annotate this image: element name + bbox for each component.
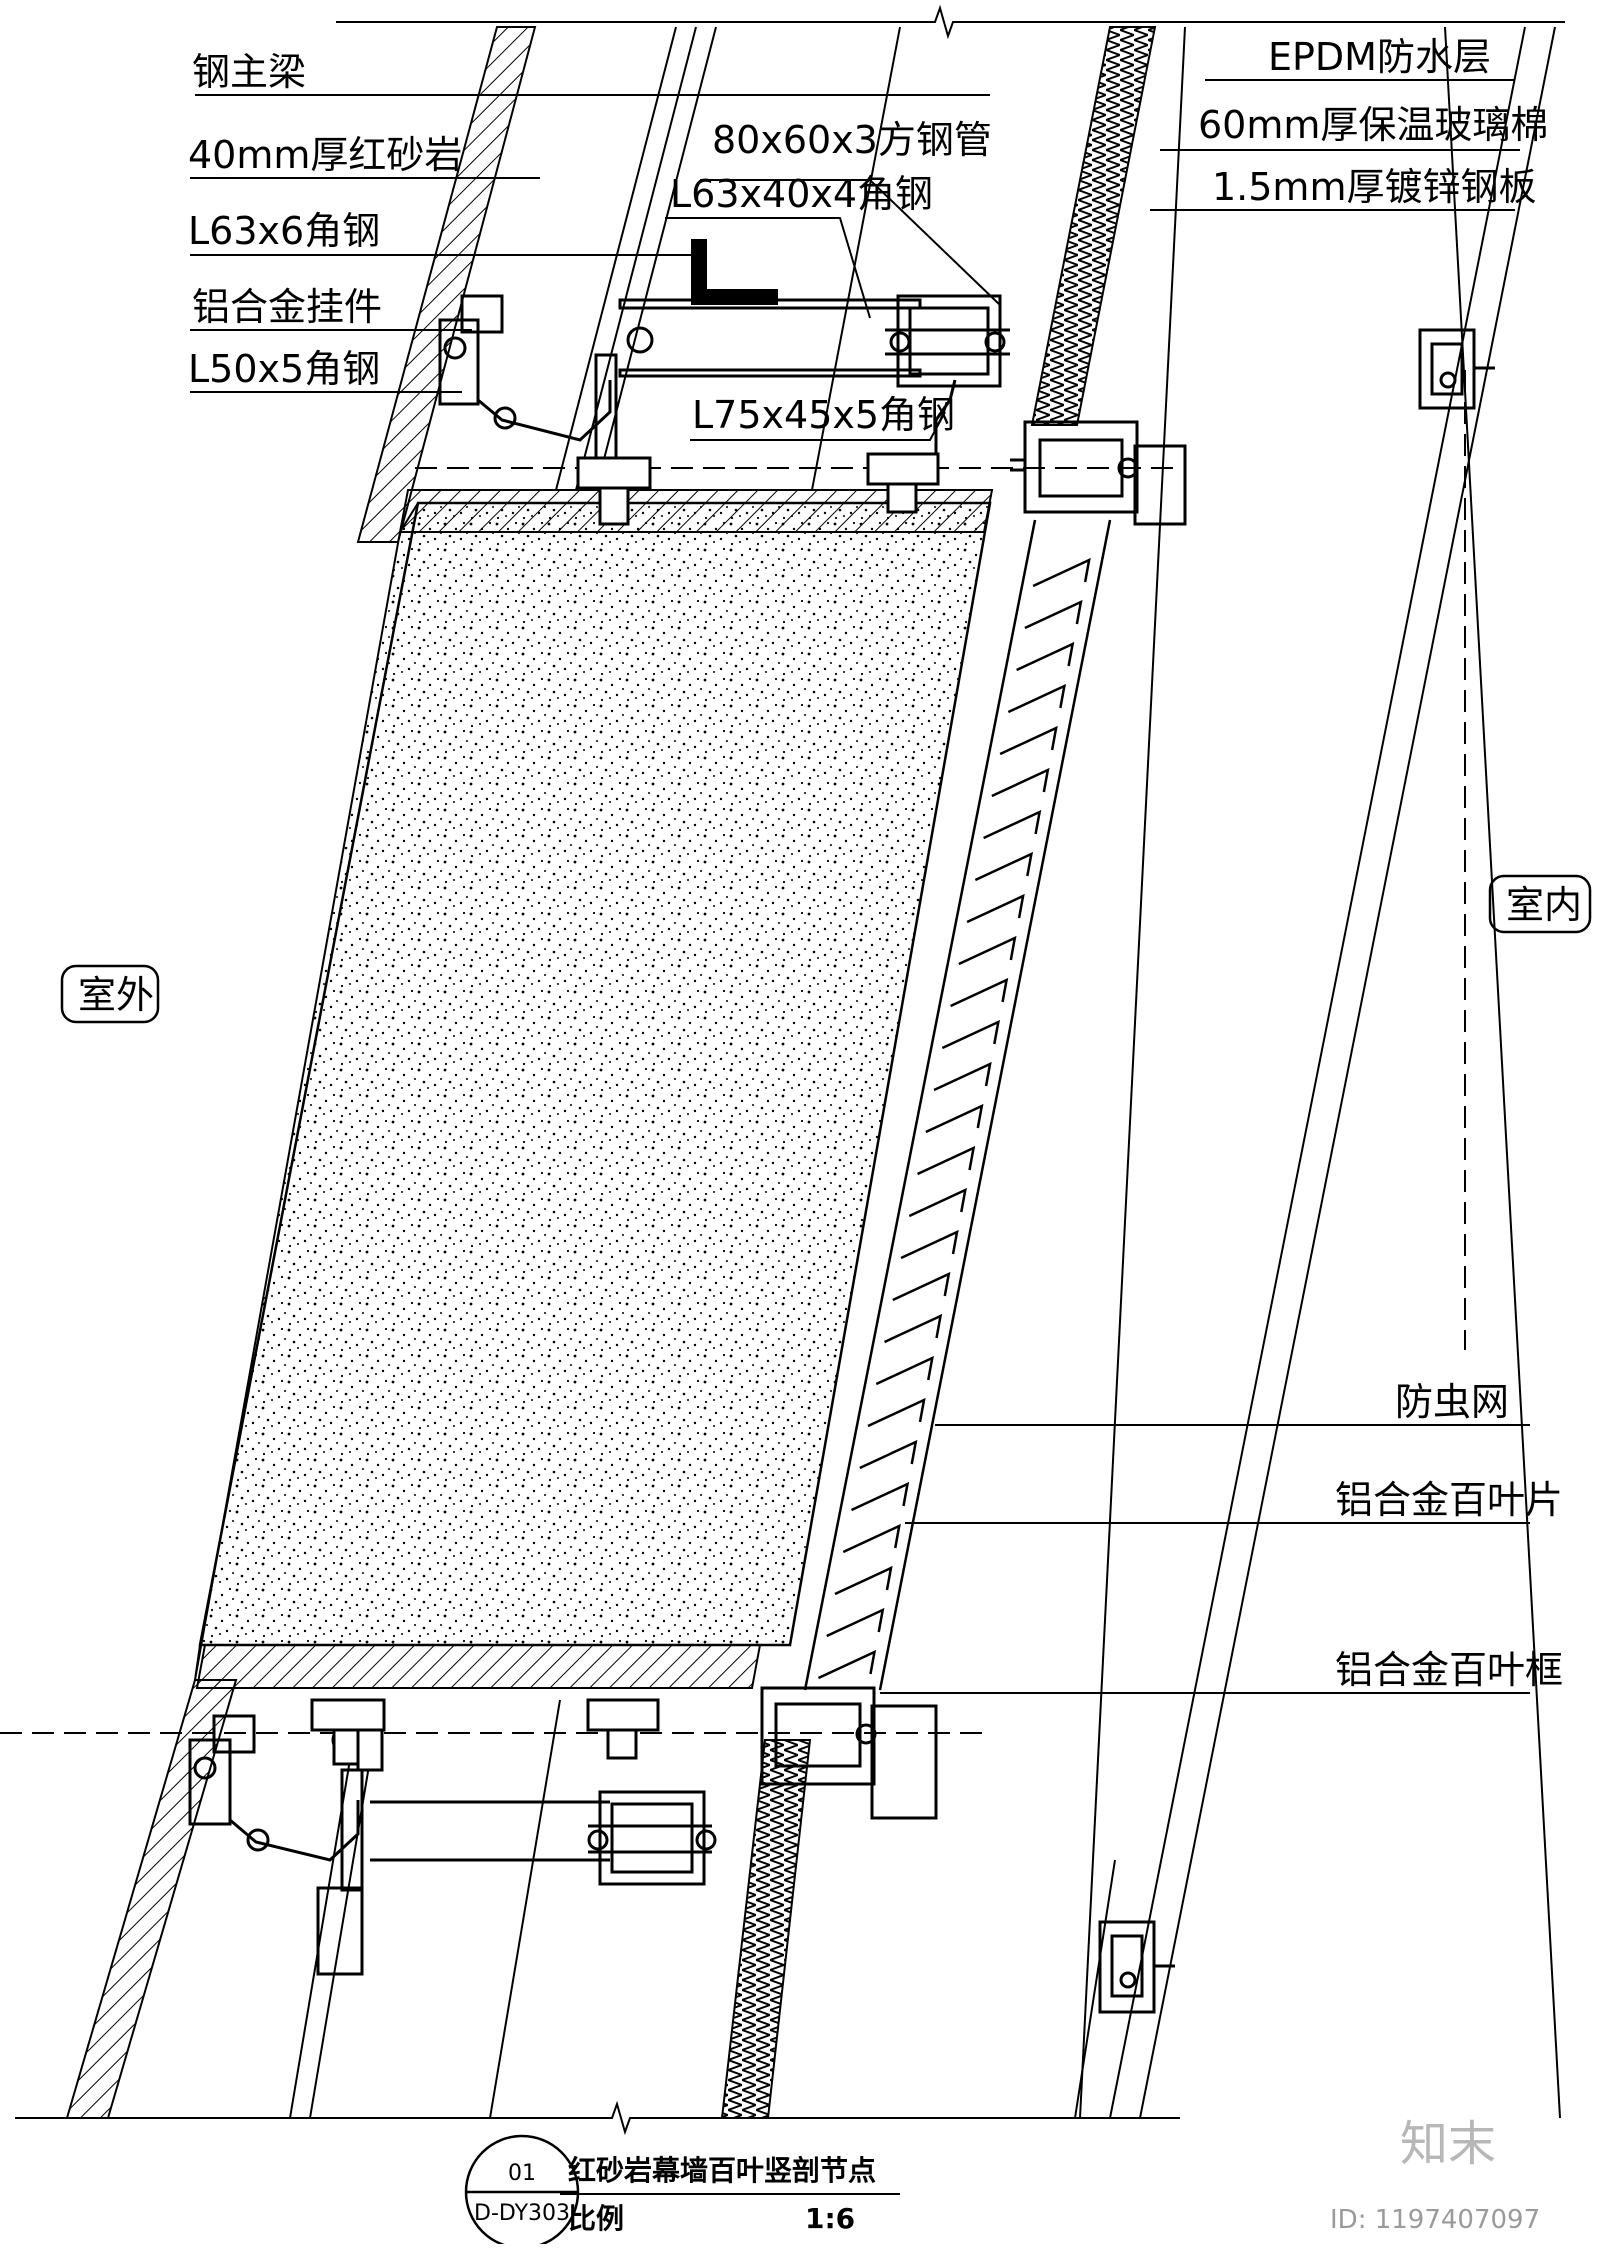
louver-blade [966,893,1025,924]
louver-blade [817,1649,877,1680]
panel-clips-bottom [310,1698,660,1772]
wall-anchor-lower [1098,1920,1175,2014]
louver-blade [974,851,1034,882]
louver-blade [917,1145,976,1176]
label-louver-frame: 铝合金百叶框 [1335,1648,1563,1692]
louver-blade [950,977,1009,1008]
insulation-band-upper [1030,26,1157,426]
louver-blade [908,1187,967,1218]
louver-blade [941,1019,1000,1050]
label-alu-hanger: 铝合金挂件 [192,285,382,329]
label-red-sandstone: 40mm厚红砂岩 [188,133,462,177]
insulation-band-lower [720,1739,812,2119]
louver-blade [875,1355,934,1386]
title-block: 01 D-DY303 红砂岩幕墙百叶竖剖节点 比例 1:6 [464,2134,900,2249]
louver-blade [933,1061,992,1092]
louver-blade [1024,599,1083,630]
angle-steel-l63x6 [691,239,778,305]
louver-blade [991,767,1050,798]
louver-blade [834,1565,893,1596]
louver-blade [1007,683,1067,714]
label-square-tube: 80x60x3方钢管 [712,118,992,162]
watermark-id: ID: 1197407097 [1330,2205,1540,2235]
label-angle-l75x45x5: L75x45x5角钢 [692,393,955,437]
leader-lines [190,79,1530,1694]
louver-frame-bottom [760,1686,938,1820]
watermark: 知末 ID: 1197407097 [1330,2116,1540,2235]
louver-blade [859,1439,918,1470]
annotation-labels: 钢主梁 40mm厚红砂岩 L63x6角钢 铝合金挂件 L50x5角钢 80x60… [188,35,1563,1692]
label-galv-plate: 1.5mm厚镀锌钢板 [1212,165,1536,209]
wall-anchor-upper [1418,328,1495,410]
room-indoor-text: 室内 [1506,883,1582,927]
sandstone-cladding-upper [356,26,537,543]
title-text: 红砂岩幕墙百叶竖剖节点 [568,2154,876,2187]
label-angle-l63x6: L63x6角钢 [188,209,380,253]
louver-blade [1032,557,1091,588]
break-line-bottom [15,2100,1180,2136]
square-tube-bottom [587,1790,717,1886]
panel-clips-top [576,379,957,526]
louver-blade [850,1481,910,1512]
square-tube-top [885,294,1010,388]
label-steel-main-beam: 钢主梁 [192,50,306,94]
louver-blades [817,557,1091,1680]
label-epdm: EPDM防水层 [1268,35,1491,79]
louver-blade [867,1397,926,1428]
louver-blade [842,1523,901,1554]
label-angle-l63x40x4: L63x40x4角钢 [670,172,933,216]
title-sheet: D-DY303 [474,2201,570,2226]
louver-blade [983,809,1042,840]
label-louver-blade: 铝合金百叶片 [1335,1478,1563,1522]
title-scale-value: 1:6 [805,2202,855,2235]
label-insect-screen: 防虫网 [1395,1380,1509,1424]
lower-hanger-bracket [188,1714,610,1976]
louver-blade [1016,641,1075,672]
watermark-logo: 知末 [1400,2116,1496,2172]
title-scale-label: 比例 [568,2202,624,2235]
dash-centre-lines [0,370,1466,1734]
louver-blade [999,725,1058,756]
label-angle-l50x5: L50x5角钢 [188,347,380,391]
louver-blade [883,1313,943,1344]
label-glass-wool: 60mm厚保温玻璃棉 [1198,103,1548,147]
break-line-top [336,4,1565,40]
room-tag-indoor: 室内 [1488,874,1592,934]
room-tag-outdoor: 室外 [60,964,160,1024]
title-number: 01 [508,2161,536,2186]
louver-channel [803,519,1112,1691]
louver-blade [892,1271,951,1302]
sandstone-cladding-lower [65,1679,238,2119]
upper-hanger-bracket [438,294,922,477]
louver-frame-top [1010,420,1187,526]
louver-blade [925,1103,984,1134]
room-outdoor-text: 室外 [78,973,154,1017]
louver-blade [900,1229,959,1260]
sandstone-panel [194,489,994,1689]
interior-wall [1079,26,1561,2119]
louver-blade [958,935,1017,966]
louver-blade [826,1607,885,1638]
